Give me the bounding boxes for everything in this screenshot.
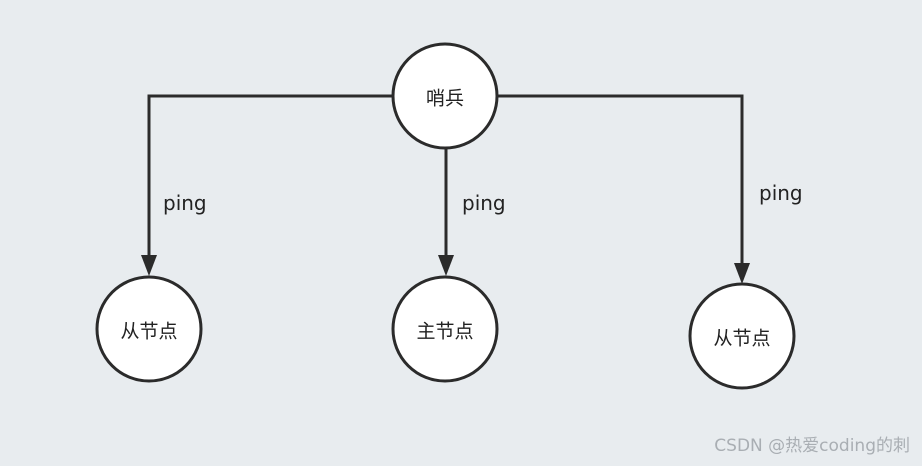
edge-label-right: ping xyxy=(759,181,803,205)
node-master xyxy=(391,275,499,383)
node-label-slave-left: 从节点 xyxy=(120,320,178,343)
edge-label-left: ping xyxy=(163,191,207,215)
edge-line-right xyxy=(498,94,744,266)
node-slave-right xyxy=(688,282,796,390)
edge-label-middle: ping xyxy=(462,191,506,215)
arrowhead-middle xyxy=(438,255,454,276)
node-sentinel xyxy=(391,42,499,150)
arrowhead-left xyxy=(141,255,157,276)
node-slave-left xyxy=(95,275,203,383)
arrowhead-right xyxy=(734,263,750,284)
edge-line-left xyxy=(147,94,392,258)
watermark-text: CSDN @热爱coding的刺 xyxy=(714,436,910,456)
node-label-slave-right: 从节点 xyxy=(713,327,771,350)
node-label-master: 主节点 xyxy=(416,320,474,343)
node-label-sentinel: 哨兵 xyxy=(425,87,465,110)
